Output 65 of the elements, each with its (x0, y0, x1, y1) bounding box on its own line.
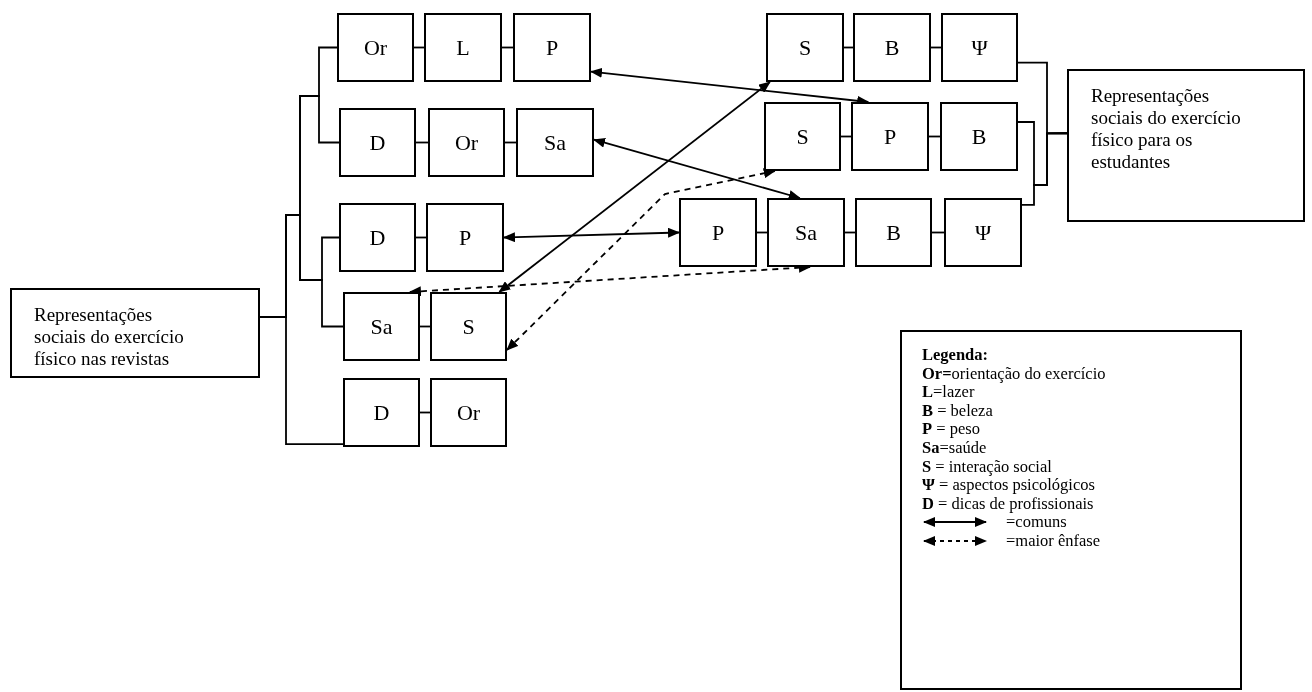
legend-entry: L=lazer (922, 383, 975, 402)
category-box (851, 102, 929, 171)
node-text: Or (456, 399, 481, 426)
category-box (513, 13, 591, 82)
category-box (766, 13, 844, 82)
category-box (343, 378, 420, 447)
category-box (679, 198, 757, 267)
node-text: B (971, 123, 987, 150)
category-box (853, 13, 931, 82)
category-box (426, 203, 504, 272)
legend-entry: =comuns (1006, 513, 1067, 532)
node-text: Sa (795, 219, 817, 246)
root-box (1067, 69, 1305, 222)
node-text: Representações sociais do exercício físico nas revistas (34, 304, 185, 370)
node-text: L (456, 34, 470, 61)
legend-entry: B = beleza (922, 401, 993, 420)
category-box (855, 198, 932, 267)
connector-line (1021, 132, 1068, 206)
node-text: B (886, 219, 901, 246)
node-text: D (369, 129, 386, 156)
category-box (430, 378, 507, 447)
legend-entry: D = dicas de profissionais (922, 494, 1094, 513)
double-arrow (506, 168, 776, 351)
category-box (944, 198, 1022, 267)
legend-entry: S = interação social (922, 457, 1052, 476)
legend-entry: Sa=saúde (922, 439, 987, 457)
node-text: S (462, 313, 475, 340)
node-text: D (369, 224, 386, 251)
legend-entry: Or=orientação do exercício (922, 364, 1106, 383)
double-arrow (503, 227, 680, 243)
node-text: Sa (370, 313, 393, 340)
legend-entry: P = peso (922, 420, 980, 439)
node-text: Or (454, 129, 479, 156)
node-text: P (458, 224, 472, 251)
category-box (343, 292, 420, 361)
root-box (10, 288, 260, 378)
node-text: Sa (544, 129, 566, 156)
node-text: Ψ (971, 34, 988, 61)
category-box (940, 102, 1018, 171)
node-text: P (883, 123, 897, 150)
legend-entry: Ψ = aspectos psicológicos (922, 476, 1095, 495)
double-arrow (593, 137, 801, 200)
connector-line (259, 315, 344, 445)
legend-title: Legenda: (922, 346, 988, 364)
category-box (337, 13, 414, 82)
category-box (764, 102, 841, 171)
category-box (941, 13, 1018, 82)
legend-entry: =maior ênfase (1006, 532, 1101, 550)
category-box (430, 292, 507, 361)
node-text: Or (363, 34, 388, 61)
category-box (767, 198, 845, 267)
category-box (516, 108, 594, 177)
node-text: P (545, 34, 559, 61)
category-box (339, 108, 416, 177)
category-box (339, 203, 416, 272)
double-arrow (498, 81, 771, 293)
node-text: D (373, 399, 390, 426)
node-text: S (798, 34, 812, 61)
node-text: S (796, 123, 809, 150)
node-text: Ψ (974, 219, 992, 246)
node-text: Representações sociais do exercício físico para os estudantes (1091, 85, 1242, 173)
node-text: B (884, 34, 900, 61)
category-box (424, 13, 502, 82)
category-box (428, 108, 505, 177)
node-text: P (711, 219, 725, 246)
